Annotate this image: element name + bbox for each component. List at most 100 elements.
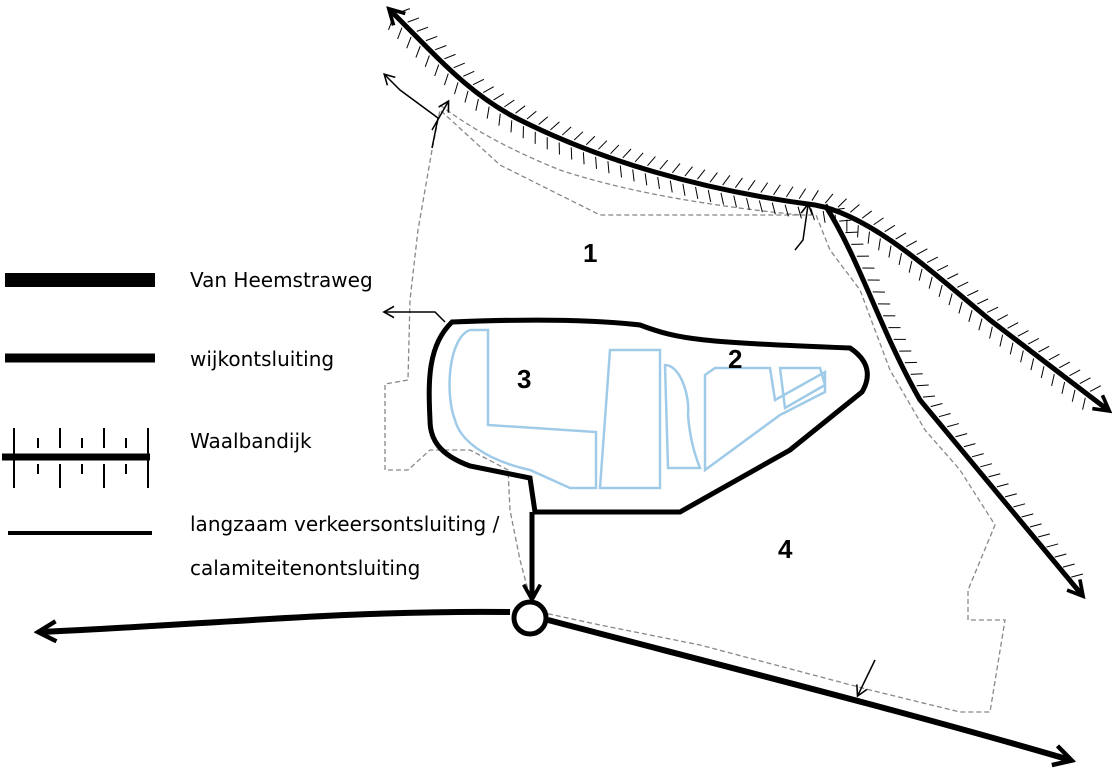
dike-hatch-tick bbox=[824, 193, 834, 204]
dike-hatch-tick bbox=[785, 186, 794, 198]
legend-symbol-dike-line bbox=[2, 428, 150, 488]
zone-label-2: 2 bbox=[728, 344, 742, 374]
dike-hatch-tick bbox=[444, 53, 456, 60]
dike-hatch-tick bbox=[908, 260, 913, 273]
dike-hatch-tick bbox=[1004, 493, 1017, 498]
waalbandijk-branch bbox=[822, 203, 1082, 595]
dike-hatch-tick bbox=[472, 78, 485, 86]
legend: Van Heemstraweg wijkontsluiting Waalband… bbox=[2, 268, 500, 580]
dike-hatch-tick bbox=[798, 188, 807, 200]
dike-hatch-tick bbox=[434, 64, 440, 77]
dike-hatch-tick bbox=[947, 273, 959, 280]
dike-hatch-tick bbox=[486, 106, 490, 119]
dike-hatch-tick bbox=[1069, 369, 1081, 377]
legend-label-langzaam-verkeer: langzaam verkeersontsluiting / bbox=[190, 512, 500, 536]
dike-hatch-tick bbox=[895, 232, 907, 240]
dike-hatch-tick bbox=[415, 46, 421, 58]
dike-hatch-tick bbox=[619, 165, 623, 178]
dike-hatch-tick bbox=[585, 135, 596, 146]
slow-access-arrow-south bbox=[856, 659, 876, 698]
dike-hatch-tick bbox=[937, 264, 949, 272]
dike-hatch-tick bbox=[582, 152, 585, 165]
legend-label-van-heemstraweg: Van Heemstraweg bbox=[190, 268, 373, 292]
dike-hatch-tick bbox=[898, 253, 903, 266]
dike-hatch-tick bbox=[504, 99, 515, 108]
roundabout-icon bbox=[511, 599, 549, 637]
dike-hatch-tick bbox=[1082, 397, 1086, 410]
dike-hatch-tick bbox=[861, 210, 873, 219]
dike-hatch-tick bbox=[957, 281, 969, 288]
site-boundary-dashed bbox=[384, 108, 1006, 713]
dike-hatch-tick bbox=[947, 423, 960, 428]
dike-hatch-tick bbox=[573, 131, 584, 141]
legend-label-waalbandijk: Waalbandijk bbox=[190, 429, 312, 453]
dike-hatch-tick bbox=[482, 86, 494, 93]
dike-hatch-tick bbox=[697, 169, 706, 180]
dike-hatch-tick bbox=[622, 148, 632, 159]
slow-access-arrow-top bbox=[383, 73, 439, 149]
dike-hatch-tick bbox=[746, 197, 750, 210]
dike-hatch-tick bbox=[425, 35, 438, 42]
dike-hatch-tick bbox=[1062, 563, 1075, 568]
dike-hatch-tick bbox=[407, 17, 420, 23]
dike-hatch-tick bbox=[873, 217, 884, 226]
dike-hatch-tick bbox=[510, 120, 513, 133]
dike-hatch-tick bbox=[538, 116, 549, 125]
dike-hatch-tick bbox=[971, 453, 984, 458]
dike-hatch-tick bbox=[1038, 533, 1050, 538]
legend-label-wijkontsluiting: wijkontsluiting bbox=[190, 347, 334, 371]
dike-hatch-tick bbox=[453, 62, 465, 69]
dike-hatch-tick bbox=[595, 156, 598, 169]
dike-hatch-tick bbox=[996, 483, 1009, 488]
dike-hatch-tick bbox=[1089, 385, 1102, 392]
building-block-west bbox=[448, 328, 598, 490]
dike-hatch-tick bbox=[734, 177, 743, 188]
dike-hatch-tick bbox=[464, 90, 469, 103]
dike-hatch-tick bbox=[454, 82, 459, 95]
dike-hatch-tick bbox=[967, 290, 979, 297]
dike-hatch-tick bbox=[424, 55, 430, 67]
dike-hatch-tick bbox=[978, 318, 983, 331]
dike-hatch-tick bbox=[999, 334, 1004, 347]
dike-hatch-tick bbox=[607, 161, 610, 174]
dike-hatch-tick bbox=[570, 147, 573, 160]
dike-hatch-tick bbox=[811, 190, 819, 201]
dike-hatch-tick bbox=[1020, 350, 1024, 363]
dike-hatch-tick bbox=[845, 231, 858, 234]
dike-hatch-tick bbox=[918, 268, 923, 281]
dike-hatch-tick bbox=[493, 93, 505, 101]
dike-hatch-tick bbox=[659, 159, 669, 170]
van-heemstraweg-road bbox=[40, 608, 1070, 760]
dike-hatch-tick bbox=[416, 26, 429, 32]
dike-hatch-tick bbox=[720, 192, 725, 205]
dike-hatch-tick bbox=[657, 176, 660, 190]
dike-hatch-tick bbox=[722, 175, 731, 186]
dike-hatch-tick bbox=[963, 443, 976, 448]
dike-hatch-tick bbox=[839, 219, 852, 222]
dike-hatch-tick bbox=[926, 256, 939, 264]
dike-hatch-tick bbox=[922, 395, 936, 398]
dike-hatch-tick bbox=[910, 373, 923, 375]
dike-hatch-tick bbox=[1079, 377, 1091, 384]
dike-hatch-tick bbox=[888, 245, 892, 258]
dike-hatch-tick bbox=[634, 152, 644, 163]
dike-hatch-tick bbox=[644, 173, 648, 186]
dike-hatch-tick bbox=[498, 113, 501, 126]
dike-hatch-tick bbox=[463, 70, 475, 77]
building-block-east bbox=[703, 366, 827, 473]
dike-hatch-tick bbox=[709, 172, 718, 183]
dike-hatch-tick bbox=[1029, 523, 1042, 528]
dike-hatch-tick bbox=[1061, 381, 1066, 394]
dike-hatch-tick bbox=[1027, 337, 1040, 345]
dike-hatch-tick bbox=[916, 248, 928, 255]
dike-hatch-tick bbox=[773, 184, 781, 196]
dike-hatch-tick bbox=[916, 384, 929, 387]
dike-hatch-tick bbox=[758, 200, 763, 213]
dike-hatch-tick bbox=[733, 195, 737, 208]
dike-hatch-tick bbox=[1071, 573, 1084, 578]
slow-access-arrow-west bbox=[382, 305, 446, 323]
dike-hatch-tick bbox=[948, 293, 953, 306]
dike-hatch-tick bbox=[1021, 513, 1034, 518]
dike-hatch-tick bbox=[434, 45, 447, 51]
